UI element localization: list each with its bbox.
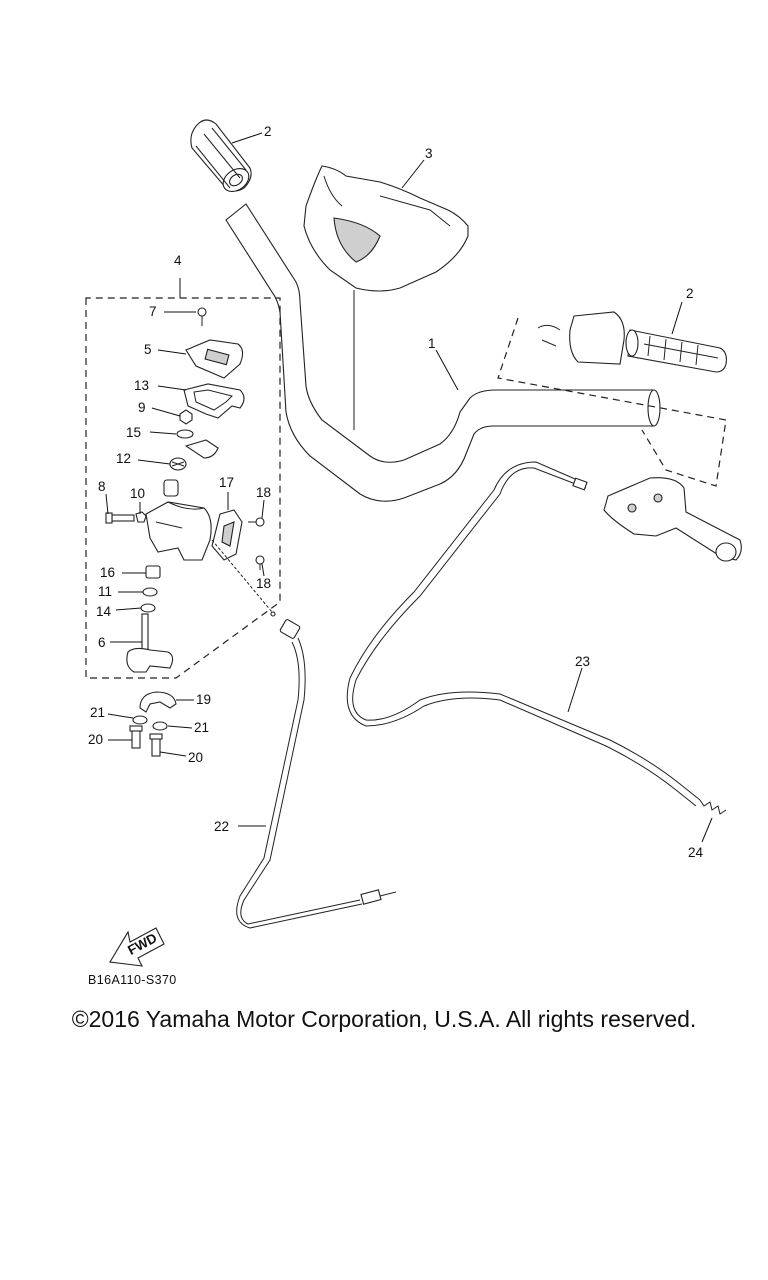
callout-21-right: 21 [194, 720, 209, 735]
cable-23[interactable] [346, 461, 701, 807]
callout-11: 11 [98, 584, 112, 599]
screw-18-lower[interactable] [255, 555, 265, 570]
thumb-lever[interactable] [126, 613, 174, 673]
bolt-8[interactable] [105, 512, 135, 524]
callout-23: 23 [575, 654, 590, 669]
callout-3: 3 [425, 146, 433, 161]
grip-left[interactable] [190, 119, 253, 196]
washer-15[interactable] [176, 429, 194, 439]
throttle-assembly-box [85, 297, 281, 679]
callout-18-upper: 18 [256, 485, 271, 500]
throttle-lever-plate[interactable] [184, 439, 219, 459]
callout-1: 1 [428, 336, 436, 351]
callout-21-left: 21 [90, 705, 105, 720]
callout-22: 22 [214, 819, 229, 834]
callout-9: 9 [138, 400, 146, 415]
callout-16: 16 [100, 565, 115, 580]
washer-14[interactable] [140, 603, 156, 613]
callout-12: 12 [116, 451, 131, 466]
throttle-cable-22[interactable] [211, 539, 397, 929]
callout-7: 7 [149, 304, 157, 319]
brake-lever-assembly[interactable] [603, 477, 742, 562]
callout-19: 19 [196, 692, 211, 707]
diagram-code: B16A110-S370 [88, 973, 177, 987]
nut-10[interactable] [135, 511, 147, 523]
throttle-cover-plate[interactable] [211, 509, 243, 561]
forward-arrow: FWD [109, 927, 165, 967]
spring[interactable] [699, 799, 727, 815]
callout-17: 17 [219, 475, 234, 490]
callout-20-left: 20 [88, 732, 103, 747]
nut-9[interactable] [179, 409, 193, 425]
callout-14: 14 [96, 604, 112, 619]
bolt-20-left[interactable] [129, 725, 143, 749]
throttle-cover[interactable] [185, 339, 244, 379]
callout-13: 13 [134, 378, 149, 393]
callout-15: 15 [126, 425, 141, 440]
screw-18-upper[interactable] [248, 517, 265, 527]
throttle-clamp[interactable] [139, 691, 177, 713]
callout-8: 8 [98, 479, 106, 494]
leader-lines [105, 132, 713, 843]
handlebar-cover[interactable] [303, 165, 469, 292]
callout-20-right: 20 [188, 750, 203, 765]
right-switch-assembly[interactable] [497, 311, 727, 487]
callout-5: 5 [144, 342, 152, 357]
screw-7[interactable] [197, 307, 207, 326]
copyright-notice: ©2016 Yamaha Motor Corporation, U.S.A. A… [71, 1006, 697, 1032]
callout-4: 4 [174, 253, 182, 268]
bushing-16[interactable] [145, 565, 161, 579]
handlebar[interactable] [225, 203, 661, 502]
bolt-20-right[interactable] [149, 733, 163, 757]
callout-24: 24 [688, 845, 704, 860]
callout-6: 6 [98, 635, 106, 650]
callout-2-left: 2 [264, 124, 272, 139]
callout-2-right: 2 [686, 286, 694, 301]
washer-21-right[interactable] [152, 721, 168, 731]
throttle-gasket[interactable] [183, 383, 245, 419]
return-spring[interactable] [169, 457, 187, 471]
washer-21-left[interactable] [132, 715, 148, 725]
callout-18-lower: 18 [256, 576, 271, 591]
washer-11[interactable] [142, 587, 158, 597]
callout-10: 10 [130, 486, 145, 501]
throttle-housing[interactable] [145, 479, 212, 561]
grip-right[interactable] [625, 329, 727, 373]
